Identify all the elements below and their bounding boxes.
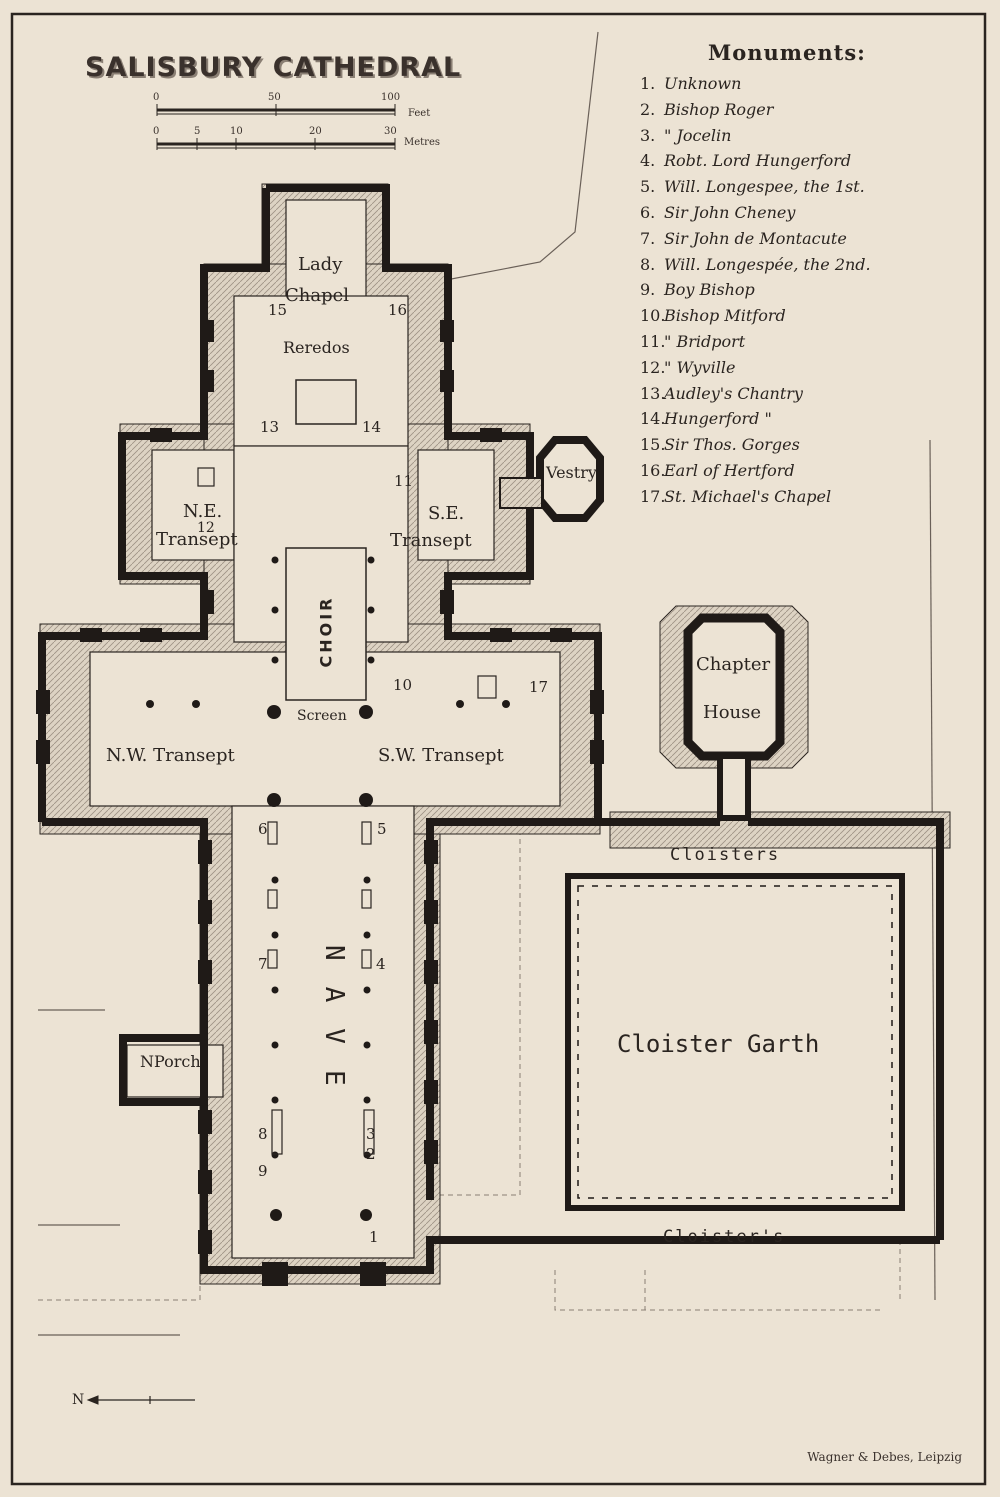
se-transept-label-1: S.E.: [428, 503, 465, 524]
plan-number-5: 5: [377, 820, 387, 838]
screen-label: Screen: [297, 708, 347, 724]
monument-item: 7.Sir John de Montacute: [640, 228, 847, 248]
ne-transept-label-1: N.E.: [183, 501, 223, 522]
ne-transept-number: 12: [197, 520, 215, 536]
cloister-garth-label: Cloister Garth: [617, 1030, 820, 1058]
map-title: SALISBURY CATHEDRAL: [85, 52, 462, 83]
monument-item: 10.Bishop Mitford: [640, 306, 786, 326]
plan-number-9: 9: [258, 1162, 268, 1180]
sw-transept-label: S.W. Transept: [378, 745, 504, 766]
choir-stalls: [285, 547, 367, 701]
monuments-list: 1.Unknown 2.Bishop Roger 3." Jocelin 4.R…: [640, 71, 871, 510]
north-arrow-icon: [86, 1395, 195, 1405]
monument-item: 2.Bishop Roger: [640, 99, 774, 119]
monument-item: 17.St. Michael's Chapel: [640, 486, 832, 506]
vestry: [499, 436, 604, 522]
chapter-house: [683, 613, 785, 821]
vestry-label: Vestry: [546, 463, 597, 482]
monument-item: 13.Audley's Chantry: [640, 383, 803, 403]
plan-number-17: 17: [529, 678, 549, 696]
plan-number-1: 1: [369, 1228, 379, 1246]
chapter-house-label-2: House: [703, 702, 762, 723]
monument-item: 9.Boy Bishop: [640, 280, 755, 300]
north-porch-label: NPorch: [140, 1052, 201, 1071]
north-arrow-label: N: [72, 1392, 85, 1408]
scale-m-30: 30: [384, 126, 397, 137]
scale-m-0: 0: [153, 126, 160, 137]
plan-number-4: 4: [376, 955, 386, 973]
plan-number-3: 3: [366, 1125, 376, 1143]
publisher-credit: Wagner & Debes, Leipzig: [807, 1450, 962, 1464]
monument-item: 1.Unknown: [640, 74, 742, 93]
scale-feet-0: 0: [153, 92, 160, 103]
monument-item: 4.Robt. Lord Hungerford: [640, 151, 852, 171]
scale-feet-50: 50: [268, 92, 281, 103]
plan-number-13: 13: [260, 418, 280, 436]
lady-chapel-label-1: Lady: [298, 254, 343, 275]
scale-m-20: 20: [309, 126, 322, 137]
monument-item: 11." Bridport: [640, 331, 746, 351]
nave-tombs: [197, 467, 497, 1155]
monument-item: 6.Sir John Cheney: [640, 202, 796, 222]
monument-item: 15.Sir Thos. Gorges: [640, 435, 800, 455]
scale-m-10: 10: [230, 126, 243, 137]
se-transept-label-2: Transept: [390, 530, 472, 551]
plan-number-11: 11: [394, 472, 414, 490]
interior-floor: [89, 199, 561, 1259]
chapter-house-label-1: Chapter: [696, 654, 771, 675]
cloisters: [565, 818, 944, 1240]
scale-bars: [156, 104, 396, 150]
cloisters-bottom-label: Cloister's: [663, 1227, 786, 1247]
lady-chapel-label-2: Chapel: [285, 285, 350, 306]
reredos-label: Reredos: [283, 338, 350, 357]
plan-number-6: 6: [258, 820, 268, 838]
plan-number-8: 8: [258, 1125, 268, 1143]
choir-label: CHOIR: [316, 595, 336, 668]
monument-item: 14.Hungerford ": [640, 409, 772, 429]
cloisters-top-label: Cloisters: [670, 845, 781, 865]
plan-number-2: 2: [366, 1145, 376, 1163]
buttresses: [36, 320, 604, 1286]
monuments-heading: Monuments:: [708, 40, 866, 65]
map-border: [10, 12, 987, 1486]
monument-item: 5.Will. Longespee, the 1st.: [640, 177, 865, 197]
piers: [146, 556, 744, 1221]
nave-label: NAVE: [319, 945, 349, 1112]
scale-feet-unit: Feet: [408, 108, 431, 119]
reredos-block: [295, 379, 357, 425]
scale-feet-100: 100: [381, 92, 401, 103]
monument-item: 12." Wyville: [640, 357, 736, 377]
plan-number-14: 14: [362, 418, 382, 436]
ne-transept-label-2: Transept: [156, 529, 238, 550]
plan-number-7: 7: [258, 955, 268, 973]
plan-number-16: 16: [388, 301, 408, 319]
plan-number-10: 10: [393, 676, 413, 694]
scale-m-5: 5: [194, 126, 201, 137]
monument-item: 3." Jocelin: [640, 125, 732, 145]
road-lines: [38, 31, 936, 1336]
scale-m-unit: Metres: [404, 137, 441, 148]
nw-transept-label: N.W. Transept: [106, 745, 235, 766]
plan-number-15: 15: [268, 301, 288, 319]
monument-item: 16.Earl of Hertford: [640, 460, 795, 480]
monument-item: 8.Will. Longespée, the 2nd.: [640, 254, 871, 274]
north-porch-walls: [119, 1034, 204, 1106]
